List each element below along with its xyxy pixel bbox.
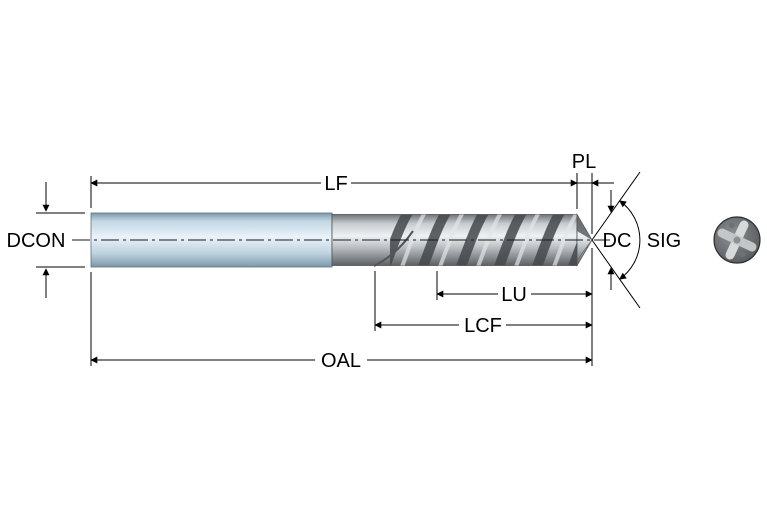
label-oal: OAL (321, 350, 361, 372)
label-pl: PL (572, 151, 596, 173)
label-dcon: DCON (7, 230, 66, 252)
dim-oal: OAL (90, 248, 593, 372)
label-dc: DC (603, 230, 632, 252)
end-view-chisel-center (733, 236, 741, 244)
label-lu: LU (501, 284, 527, 306)
drill-end-view (713, 216, 761, 264)
drill-flutes (390, 214, 577, 266)
label-gap (498, 283, 531, 304)
dim-pl: PL (572, 151, 614, 234)
flute-runout-edge (373, 230, 414, 267)
label-lf: LF (324, 173, 347, 195)
label-sig: SIG (647, 230, 681, 252)
dim-lcf: LCF (374, 271, 593, 337)
coolant-hole-1 (728, 222, 735, 229)
dim-dcon: DCON (7, 182, 85, 298)
label-gap (321, 172, 351, 193)
tip-facet (577, 216, 592, 240)
dim-lu: LU (436, 271, 593, 306)
coolant-hole-2 (739, 251, 746, 258)
dim-sig: SIG (591, 171, 681, 309)
label-lcf: LCF (464, 315, 502, 337)
dim-lf: LF (90, 172, 578, 209)
end-view-flute-cross (717, 220, 757, 260)
tip-edge (577, 239, 593, 260)
label-gap (315, 349, 367, 370)
label-gap (459, 314, 506, 335)
